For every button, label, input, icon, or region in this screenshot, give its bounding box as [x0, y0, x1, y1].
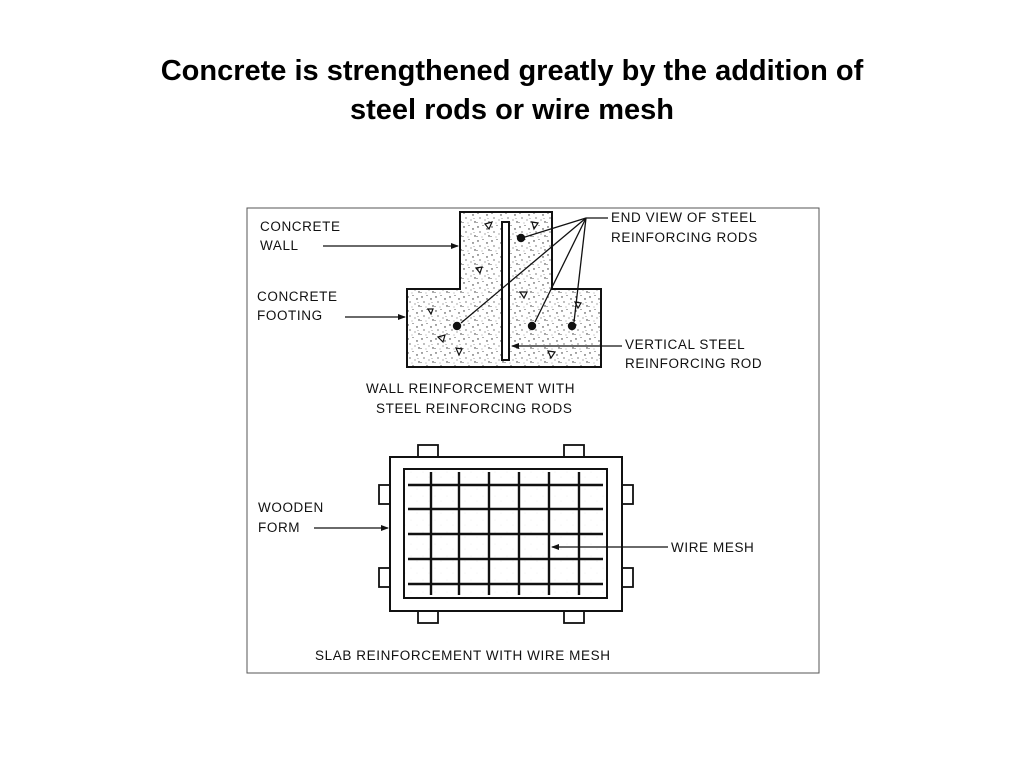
label-wire-mesh: WIRE MESH — [671, 540, 754, 555]
label-wooden-form-line-1: WOODEN — [258, 500, 324, 515]
rod-end-view-4 — [567, 321, 577, 331]
vertical-steel-rod — [501, 221, 510, 361]
label-concrete-wall-line-1: CONCRETE — [260, 219, 341, 234]
label-vertical-rod-line-1: VERTICAL STEEL — [625, 337, 745, 352]
rod-end-view-3 — [527, 321, 537, 331]
label-end-view-line-1: END VIEW OF STEEL — [611, 210, 757, 225]
label-end-view-line-2: REINFORCING RODS — [611, 230, 758, 245]
slide-title: Concrete is strengthened greatly by the … — [62, 52, 962, 130]
rod-end-view-1 — [516, 233, 526, 243]
slab-caption: SLAB REINFORCEMENT WITH WIRE MESH — [315, 648, 611, 663]
aggregate-marks — [426, 221, 582, 360]
label-wooden-form-line-2: FORM — [258, 520, 300, 535]
label-concrete-footing-line-1: CONCRETE — [257, 289, 338, 304]
wall-leader-lines — [323, 217, 622, 349]
wall-section: CONCRETE WALL CONCRETE FOOTING END VIEW … — [257, 210, 762, 416]
slab-leader-lines — [314, 525, 668, 550]
label-concrete-footing-line-2: FOOTING — [257, 308, 323, 323]
figure-frame — [246, 207, 820, 674]
label-concrete-wall-line-2: WALL — [260, 238, 299, 253]
slab-section: WOODEN FORM WIRE MESH SLAB REINFORCEMENT… — [258, 444, 754, 663]
slide-title-line-1: Concrete is strengthened greatly by the … — [160, 55, 864, 87]
label-vertical-rod-line-2: REINFORCING ROD — [625, 356, 762, 371]
rod-end-view-2 — [452, 321, 462, 331]
wall-caption-line-1: WALL REINFORCEMENT WITH — [366, 381, 575, 396]
wall-caption-line-2: STEEL REINFORCING RODS — [376, 401, 572, 416]
slide-title-line-2: steel rods or wire mesh — [350, 94, 674, 126]
wire-mesh — [408, 472, 603, 595]
